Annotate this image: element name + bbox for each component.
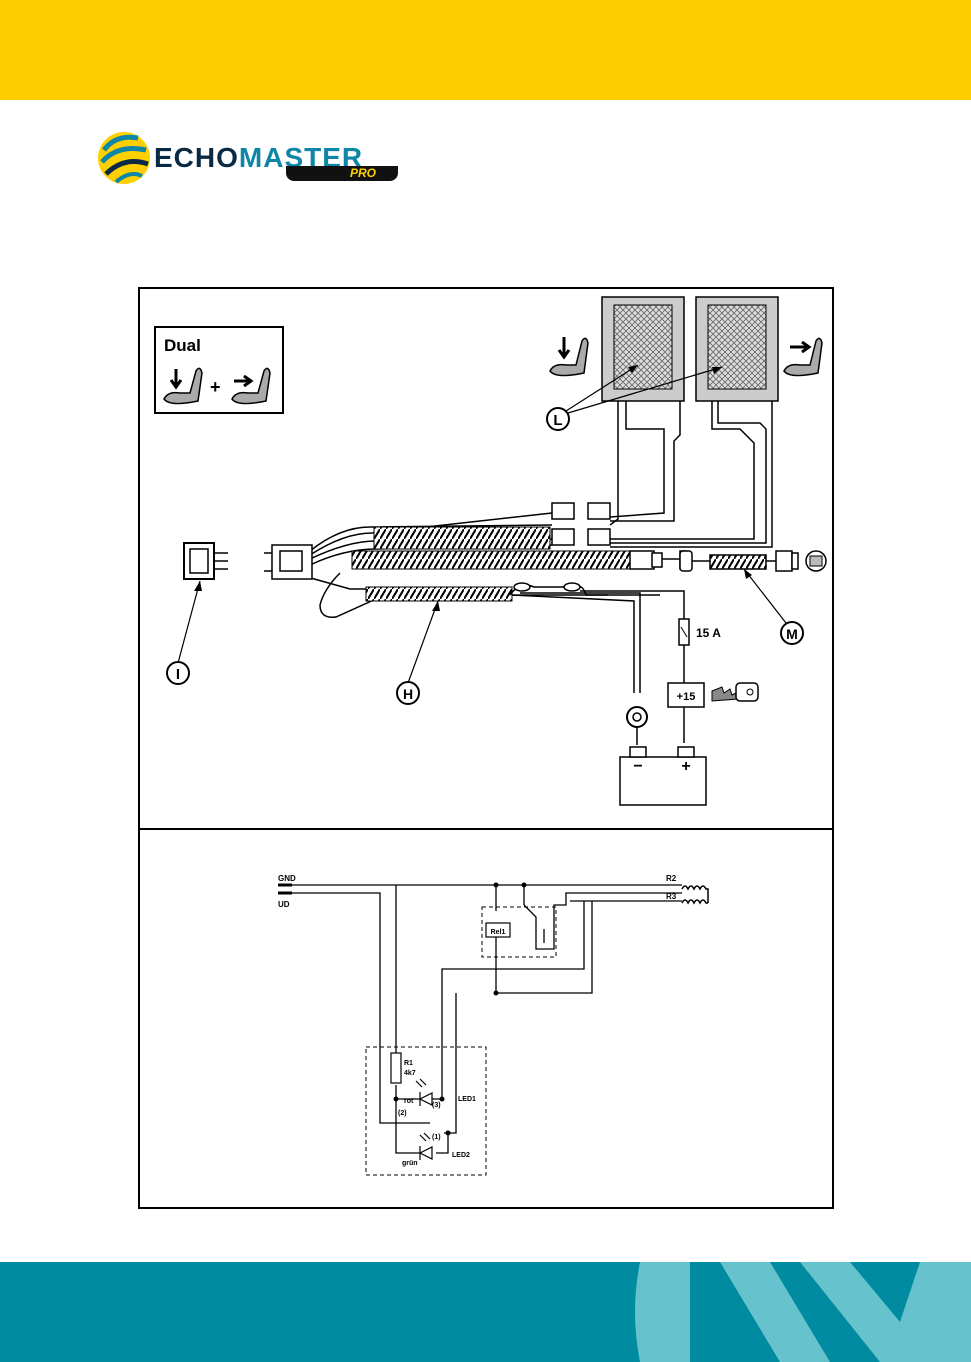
relay-label: Rel1 bbox=[491, 929, 506, 936]
logo-emblem-icon bbox=[96, 120, 156, 200]
logo-echo-text: ECHO bbox=[154, 142, 239, 173]
callout-h-label: H bbox=[403, 686, 413, 702]
r3-label: R3 bbox=[666, 892, 677, 901]
dual-mode-box: Dual + bbox=[155, 327, 283, 413]
circuit-schematic: GND UD bbox=[278, 874, 708, 1175]
pin1-label: (1) bbox=[432, 1134, 441, 1141]
control-unit bbox=[184, 543, 228, 579]
battery-plus-label: + bbox=[681, 758, 690, 775]
callout-h: H bbox=[397, 601, 440, 704]
plus-sign: + bbox=[210, 377, 221, 397]
callout-m: M bbox=[744, 569, 803, 644]
logo-pro-badge: PRO bbox=[286, 166, 398, 181]
r1-label: R1 bbox=[404, 1060, 413, 1067]
ignition-terminal: +15 bbox=[668, 683, 704, 707]
callout-i-label: I bbox=[176, 666, 180, 683]
ignition-label: +15 bbox=[677, 691, 696, 703]
ignition-key-icon bbox=[712, 683, 758, 701]
led1-label: LED1 bbox=[458, 1096, 476, 1103]
ground-ring-terminal bbox=[627, 707, 647, 745]
led2-label: LED2 bbox=[452, 1152, 470, 1159]
battery-minus-label: − bbox=[633, 758, 642, 775]
pin3-label: (3) bbox=[432, 1102, 441, 1109]
heating-element-backrest bbox=[696, 297, 778, 401]
footer-stripes-icon bbox=[0, 1262, 971, 1362]
led2-diode bbox=[420, 1133, 432, 1160]
power-wires bbox=[512, 591, 684, 743]
seat-backrest-heat-icon bbox=[784, 338, 822, 375]
seat-cushion-heat-icon bbox=[550, 337, 588, 376]
led1-diode bbox=[416, 1079, 432, 1106]
rot-label: rot bbox=[404, 1098, 414, 1105]
harness-connector bbox=[264, 545, 312, 579]
battery: − + bbox=[620, 747, 706, 805]
heater-resistors bbox=[682, 886, 708, 903]
r1-value: 4k7 bbox=[404, 1070, 416, 1077]
wiring-diagram-frame: Dual + bbox=[138, 287, 834, 1209]
callout-l-label: L bbox=[553, 412, 562, 429]
switch-connector bbox=[630, 551, 798, 571]
r1-resistor bbox=[391, 1053, 401, 1083]
element-connectors bbox=[552, 503, 610, 545]
fuse-15a: 15 A bbox=[679, 619, 721, 645]
dual-label: Dual bbox=[164, 336, 201, 355]
element-wires bbox=[610, 401, 772, 547]
r2-label: R2 bbox=[666, 874, 677, 883]
echomaster-pro-logo: ECHOMASTER PRO bbox=[96, 120, 406, 200]
callout-m-label: M bbox=[786, 626, 798, 642]
gnd-label: GND bbox=[278, 874, 296, 883]
gruen-label: grün bbox=[402, 1160, 418, 1167]
wiring-diagram: Dual + bbox=[140, 289, 832, 1207]
ud-label: UD bbox=[278, 900, 290, 909]
callout-i: I bbox=[167, 581, 202, 684]
heating-element-cushion bbox=[602, 297, 684, 401]
switch-button-icon bbox=[806, 551, 826, 571]
header-bar bbox=[0, 0, 971, 100]
pin2-label: (2) bbox=[398, 1110, 407, 1117]
fuse-label: 15 A bbox=[696, 626, 721, 640]
footer-bar bbox=[0, 1262, 971, 1362]
